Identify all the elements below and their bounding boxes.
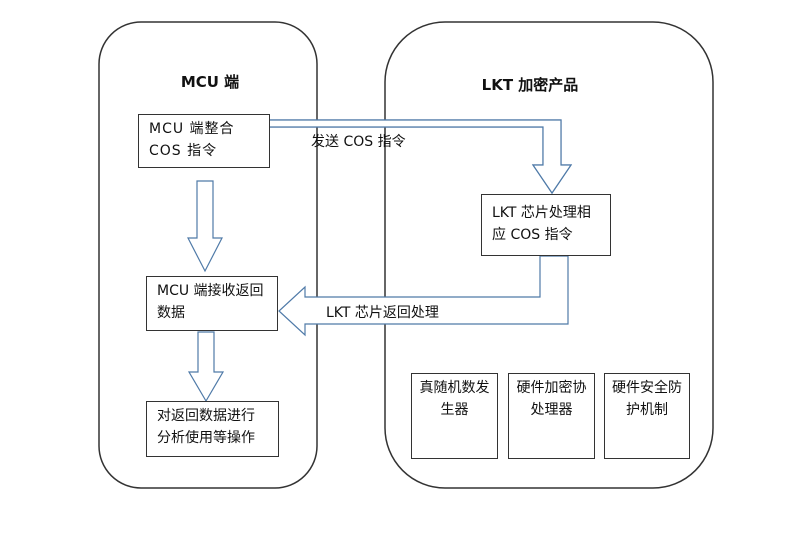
- mcu-container: [98, 21, 318, 489]
- send-label: 发送 COS 指令: [311, 134, 406, 150]
- feature-crypto-coprocessor: 硬件加密协处理器: [508, 373, 595, 459]
- lkt-container: [384, 21, 714, 489]
- return-arrow: [278, 255, 569, 337]
- lkt-title: LKT 加密产品: [481, 76, 579, 94]
- feature-trng: 真随机数发生器: [411, 373, 498, 459]
- mcu-title: MCU 端: [180, 73, 240, 91]
- feature-security-protection: 硬件安全防护机制: [604, 373, 690, 459]
- down-arrow-1: [187, 180, 223, 273]
- down-arrow-2: [187, 331, 225, 403]
- return-label: LKT 芯片返回处理: [326, 305, 439, 321]
- mcu-process-box-text: 对返回数据进行分析使用等操作: [146, 401, 279, 457]
- mcu-compose-box: MCU 端整合 COS 指令: [138, 114, 270, 168]
- mcu-receive-box: MCU 端接收返回数据: [146, 276, 278, 331]
- lkt-chip-box: LKT 芯片处理相应 COS 指令: [481, 194, 611, 256]
